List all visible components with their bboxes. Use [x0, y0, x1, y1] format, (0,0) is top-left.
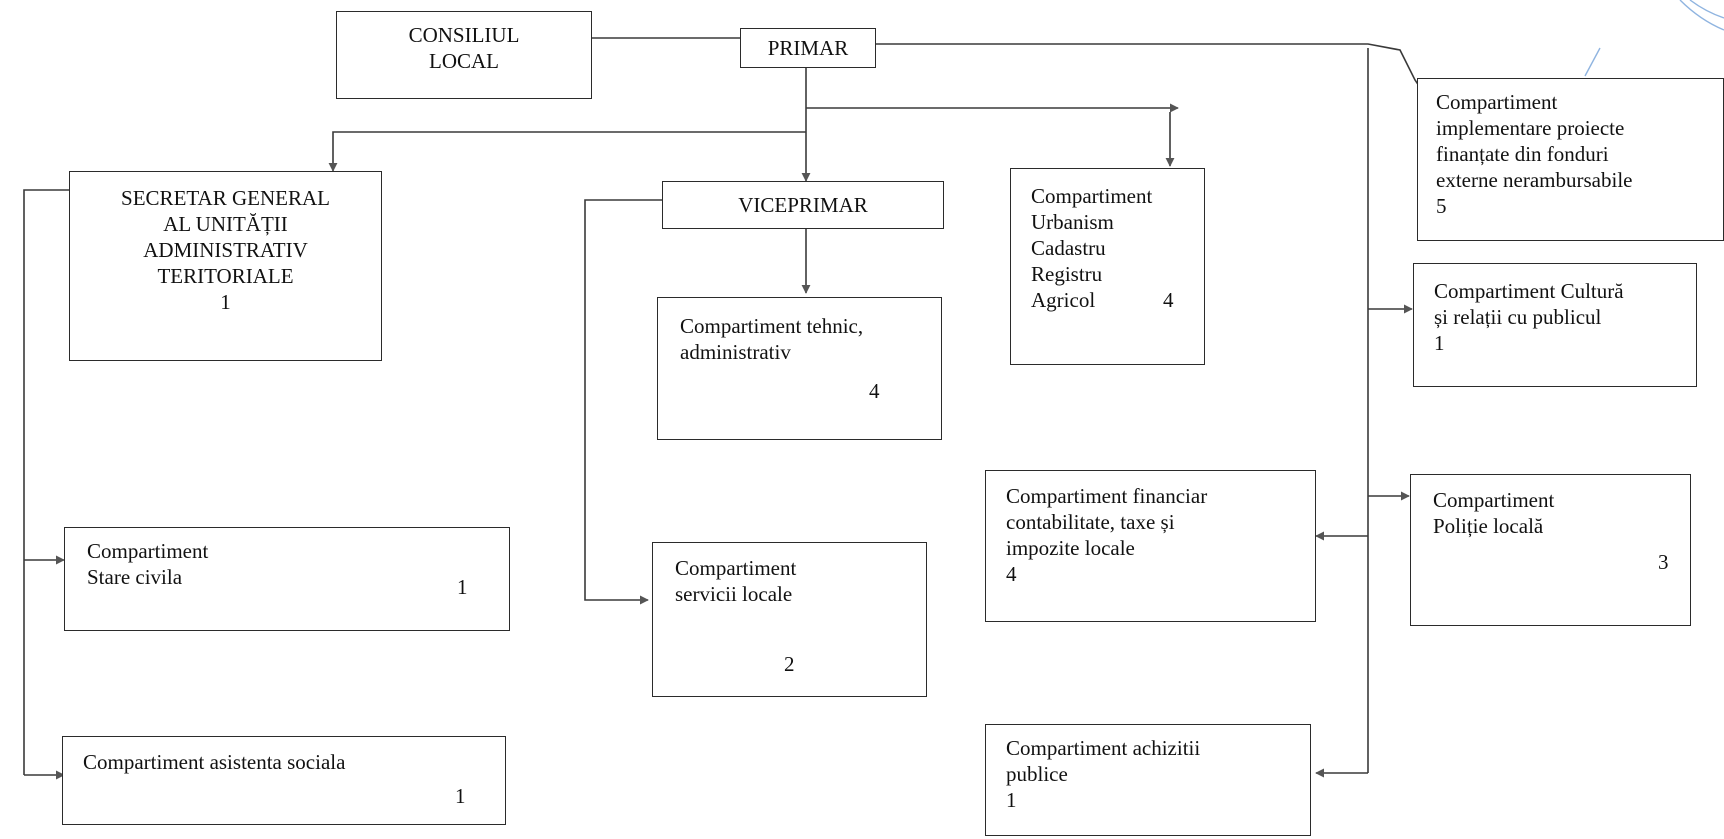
viceprimar-label: VICEPRIMAR — [738, 193, 868, 217]
urbanism-box: Compartiment Urbanism Cadastru Registru … — [1010, 168, 1205, 365]
politie-locala-box: Compartiment Poliție locală 3 — [1410, 474, 1691, 626]
link-primar-right-bus — [876, 43, 1463, 151]
financiar-label: Compartiment financiar contabilitate, ta… — [1006, 484, 1208, 586]
viceprimar-box: VICEPRIMAR — [662, 181, 944, 229]
tehnic-administrativ-count: 4 — [869, 379, 880, 403]
urbanism-count: 4 — [1163, 288, 1174, 312]
link-secretar-left-bus — [23, 189, 69, 775]
servicii-locale-box: Compartiment servicii locale 2 — [652, 542, 927, 697]
primar-box: PRIMAR — [740, 28, 876, 68]
implementare-proiecte-label: Compartiment implementare proiecte finan… — [1436, 90, 1633, 218]
implementare-proiecte-box: Compartiment implementare proiecte finan… — [1417, 78, 1724, 241]
asistenta-sociala-box: Compartiment asistenta sociala 1 — [62, 736, 506, 825]
secretar-general-label: SECRETAR GENERAL AL UNITĂȚII ADMINISTRAT… — [121, 186, 330, 314]
servicii-locale-label: Compartiment servicii locale — [675, 556, 797, 606]
politie-locala-count: 3 — [1658, 550, 1669, 574]
asistenta-sociala-label: Compartiment asistenta sociala — [83, 750, 346, 774]
consiliul-local-label: CONSILIUL LOCAL — [408, 23, 520, 73]
cultura-label: Compartiment Cultură și relații cu publi… — [1434, 279, 1624, 355]
tehnic-administrativ-label: Compartiment tehnic, administrativ — [680, 314, 864, 364]
financiar-box: Compartiment financiar contabilitate, ta… — [985, 470, 1316, 622]
secretar-general-box: SECRETAR GENERAL AL UNITĂȚII ADMINISTRAT… — [69, 171, 382, 361]
stare-civila-label: Compartiment Stare civila — [87, 539, 209, 589]
stamp-fragment — [1584, 0, 1724, 77]
stare-civila-box: Compartiment Stare civila 1 — [64, 527, 510, 631]
servicii-locale-count: 2 — [784, 652, 795, 676]
tehnic-administrativ-box: Compartiment tehnic, administrativ 4 — [657, 297, 942, 440]
stare-civila-count: 1 — [457, 575, 468, 599]
link-primar-secretar — [328, 131, 806, 172]
politie-locala-label: Compartiment Poliție locală — [1433, 488, 1555, 538]
cultura-box: Compartiment Cultură și relații cu publi… — [1413, 263, 1697, 387]
asistenta-sociala-count: 1 — [455, 784, 466, 808]
primar-label: PRIMAR — [767, 36, 849, 60]
achizitii-label: Compartiment achizitii publice 1 — [1006, 736, 1201, 812]
urbanism-label: Compartiment Urbanism Cadastru Registru … — [1031, 184, 1153, 312]
achizitii-box: Compartiment achizitii publice 1 — [985, 724, 1311, 836]
consiliul-local-box: CONSILIUL LOCAL — [336, 11, 592, 99]
link-viceprimar-servicii — [584, 199, 662, 605]
